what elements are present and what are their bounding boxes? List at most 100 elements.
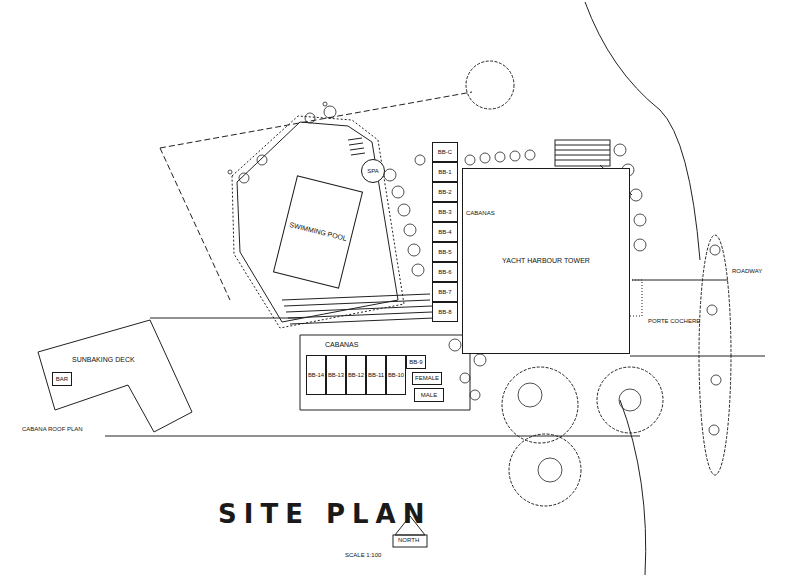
room-name: BB-8 (438, 309, 451, 316)
cabana-box: BB-9 (406, 355, 426, 369)
cabana-box: BB-3 (432, 202, 458, 222)
tree-canopy (619, 389, 641, 411)
shrub (634, 239, 646, 251)
tree (466, 61, 514, 109)
tree-canopy (518, 383, 542, 407)
shrub (412, 264, 424, 276)
palm (323, 102, 327, 106)
drawing-title: SITE PLAN (218, 500, 431, 529)
shrub (710, 245, 720, 255)
area-label: CABANAS (325, 341, 358, 349)
tree (597, 367, 663, 433)
shrub (630, 189, 642, 201)
tree (502, 367, 578, 443)
tree-canopy (538, 458, 562, 482)
shrub (711, 375, 721, 385)
shrub (465, 155, 475, 165)
room-name: BAR (56, 376, 68, 383)
shrub (324, 106, 336, 118)
pool-deck (237, 122, 398, 322)
cabana-box: BB-13 (326, 355, 346, 395)
cabana-box: BB-12 (346, 355, 366, 395)
room-name: YACHT HARBOUR TOWER (502, 257, 590, 265)
cabana-box: BB-10 (386, 355, 406, 395)
tree (509, 434, 581, 506)
room-name: BB-3 (438, 209, 451, 216)
shrub (470, 390, 480, 400)
spa-circle: SPA (361, 159, 385, 183)
shrub (398, 204, 410, 216)
north-box (393, 535, 427, 547)
cabana-box: BB-8 (432, 302, 458, 322)
room-name: BB-13 (328, 372, 344, 378)
shrub (239, 173, 249, 183)
shrub (480, 153, 490, 163)
boundary-line (160, 148, 230, 300)
room-name: SWIMMING POOL (289, 221, 348, 243)
shrub (305, 113, 315, 123)
cabana-box: BB-7 (432, 282, 458, 302)
north-label: NORTH (398, 537, 419, 544)
shrub (257, 155, 267, 165)
room-name: BB-10 (388, 372, 404, 378)
shrub (460, 373, 470, 383)
scale-note: SCALE 1:100 (345, 552, 381, 559)
room-name: BB-6 (438, 269, 451, 276)
area-label: SUNBAKING DECK (72, 356, 135, 364)
shrub (404, 224, 416, 236)
tower-outline: YACHT HARBOUR TOWER (462, 168, 630, 354)
pool-outline: SWIMMING POOL (273, 175, 363, 288)
room-name: BB-4 (438, 229, 451, 236)
shrub (709, 425, 719, 435)
cabana-block (300, 335, 470, 410)
bar-box: BAR (52, 372, 72, 386)
planting-bed (699, 235, 731, 475)
cabana-box: BB-11 (366, 355, 386, 395)
room-name: SPA (367, 168, 379, 175)
cabana-box: BB-2 (432, 182, 458, 202)
shrub (415, 155, 425, 165)
grid-line (105, 436, 640, 437)
room-name: BB-9 (409, 359, 422, 366)
area-label: PORTE COCHERE (648, 318, 700, 325)
cabana-box: BB-14 (306, 355, 326, 395)
room-name: BB-7 (438, 289, 451, 296)
road-edge (620, 400, 646, 575)
shrub (634, 214, 646, 226)
cabana-box: BB-6 (432, 262, 458, 282)
room-name: BB-14 (308, 372, 324, 378)
steps (282, 294, 434, 324)
room-name: BB-11 (368, 372, 384, 379)
deck-outline (38, 320, 192, 432)
stair (555, 140, 610, 166)
grid-line (150, 318, 300, 319)
stair-tread (555, 145, 610, 160)
area-label: CABANAS (466, 210, 495, 217)
room-name: BB-5 (438, 249, 451, 256)
shrub (449, 339, 461, 351)
drawing-label: CABANA ROOF PLAN (22, 426, 83, 433)
room-name: BB-1 (438, 169, 451, 176)
shrub (474, 354, 486, 366)
shrub (384, 169, 396, 181)
cabana-box: BB-C (432, 142, 458, 162)
cabana-box: BB-4 (432, 222, 458, 242)
toilet-room: FEMALE (412, 372, 442, 385)
shrub (614, 144, 626, 156)
shrub (707, 305, 717, 315)
grid-line (632, 280, 728, 281)
room-name: MALE (421, 392, 437, 399)
room-name: BB-C (438, 149, 452, 156)
toilet-room: MALE (414, 388, 444, 402)
room-name: BB-12 (348, 372, 364, 378)
shrub (408, 244, 420, 256)
palm (228, 170, 232, 174)
cabana-box: BB-5 (432, 242, 458, 262)
steps (348, 138, 365, 155)
room-name: BB-2 (438, 189, 451, 196)
grid-line (630, 356, 765, 357)
shrub (392, 186, 404, 198)
shrub (495, 152, 505, 162)
road-label: ROADWAY (732, 268, 762, 275)
